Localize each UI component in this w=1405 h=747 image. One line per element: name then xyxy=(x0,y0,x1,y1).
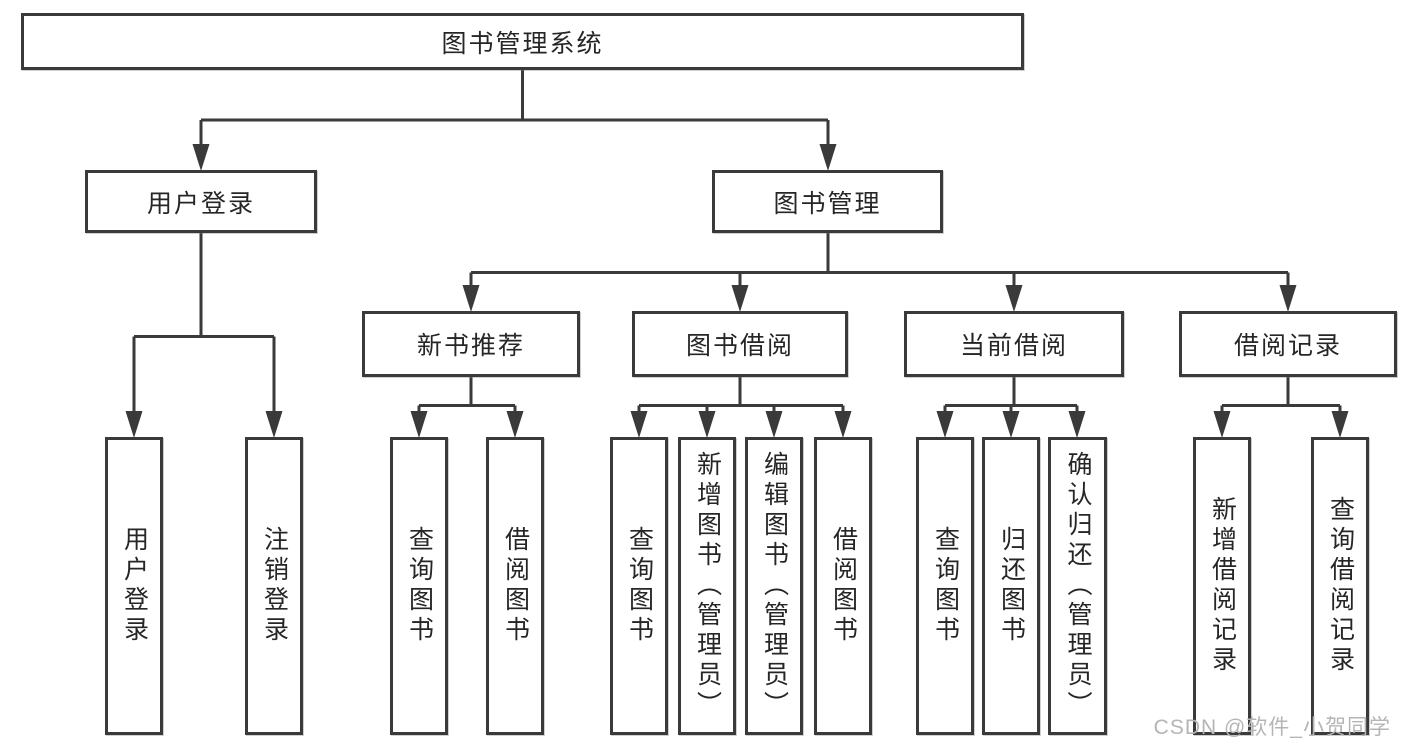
csdn-watermark: CSDN @软件_小贺同学 xyxy=(1153,716,1391,739)
node-records-query-record: 查询借阅记录 xyxy=(1311,437,1369,735)
node-borrow-edit-books-admin: 编辑图书（管理员） xyxy=(745,437,803,735)
node-library-management-system: 图书管理系统 xyxy=(21,13,1024,70)
node-new-book-recommend: 新书推荐 xyxy=(362,311,580,377)
connector-records-split xyxy=(1220,377,1342,416)
connector-user-branch xyxy=(132,233,276,416)
node-current-confirm-return-admin: 确认归还（管理员） xyxy=(1048,437,1107,735)
node-current-return-books: 归还图书 xyxy=(982,437,1040,735)
node-book-management-branch: 图书管理 xyxy=(712,170,943,233)
node-recommend-borrow-books: 借阅图书 xyxy=(486,437,544,735)
node-borrow-borrow-books: 借阅图书 xyxy=(814,437,872,735)
connector-book-branch xyxy=(469,233,1290,290)
connector-recommend-split xyxy=(417,377,517,416)
node-borrow-add-books-admin: 新增图书（管理员） xyxy=(678,437,736,735)
connector-borrow-split xyxy=(637,377,845,416)
connector-root xyxy=(199,70,830,150)
node-book-borrow: 图书借阅 xyxy=(632,311,848,377)
node-logout-login: 注销登录 xyxy=(245,437,303,735)
connector-current-split xyxy=(943,377,1079,416)
node-user-login-branch: 用户登录 xyxy=(85,170,317,233)
node-current-query-books: 查询图书 xyxy=(916,437,974,735)
node-borrow-records: 借阅记录 xyxy=(1179,311,1397,377)
node-borrow-query-books: 查询图书 xyxy=(610,437,668,735)
node-current-borrow: 当前借阅 xyxy=(904,311,1124,377)
node-user-login: 用户登录 xyxy=(105,437,163,735)
node-recommend-query-books: 查询图书 xyxy=(390,437,448,735)
node-records-add-record: 新增借阅记录 xyxy=(1193,437,1251,735)
